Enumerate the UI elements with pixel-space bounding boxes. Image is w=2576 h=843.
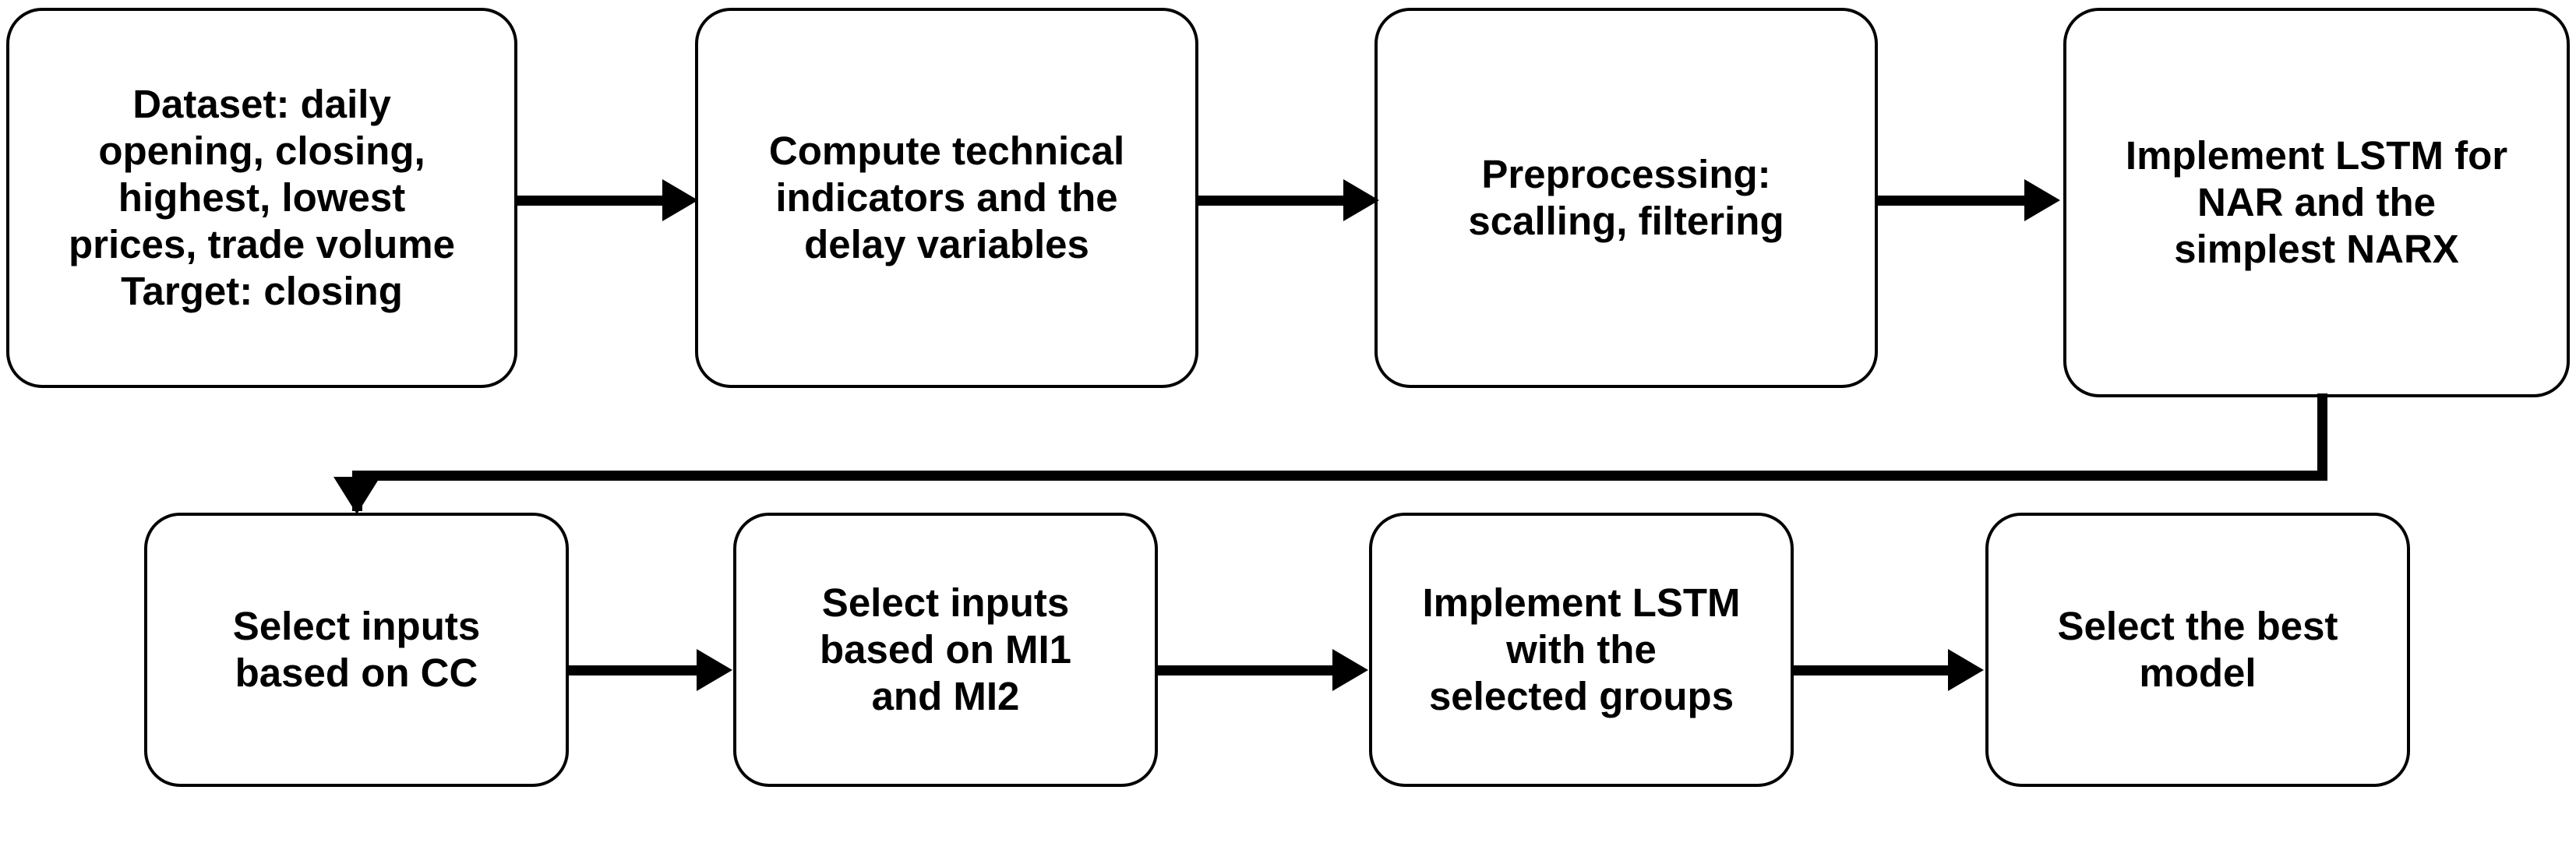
connector-preprocess-to-lstm-nar-shaft [1878, 196, 2027, 206]
connector-dataset-to-indicators-shaft [516, 196, 665, 206]
node-select-inputs-mi-label: Select inputs based on MI1 and MI2 [819, 580, 1072, 719]
connector-mi-to-lstm-groups-shaft [1156, 665, 1334, 675]
node-preprocessing-label: Preprocessing: scalling, filtering [1468, 151, 1784, 243]
connector-lstm-nar-to-cc-horizontal [352, 471, 2327, 481]
connector-cc-to-mi-shaft [567, 665, 700, 675]
connector-lstm-groups-to-best-shaft [1792, 665, 1950, 675]
node-select-inputs-mi[interactable]: Select inputs based on MI1 and MI2 [733, 513, 1158, 787]
node-compute-indicators[interactable]: Compute technical indicators and the del… [695, 8, 1198, 388]
node-implement-lstm-nar-narx[interactable]: Implement LSTM for NAR and the simplest … [2063, 8, 2570, 397]
arrowhead-cc-to-mi [697, 649, 732, 691]
arrowhead-lstm-groups-to-best [1948, 649, 1984, 691]
arrowhead-lstm-nar-to-cc [333, 477, 380, 514]
connector-indicators-to-preprocess-shaft [1197, 196, 1346, 206]
arrowhead-mi-to-lstm-groups [1332, 649, 1368, 691]
node-select-best-model[interactable]: Select the best model [1985, 513, 2410, 787]
node-select-best-model-label: Select the best model [2057, 603, 2338, 695]
node-implement-lstm-groups[interactable]: Implement LSTM with the selected groups [1369, 513, 1794, 787]
node-implement-lstm-nar-narx-label: Implement LSTM for NAR and the simplest … [2125, 132, 2508, 272]
node-dataset-label: Dataset: daily opening, closing, highest… [68, 81, 456, 314]
arrowhead-preprocess-to-lstm-nar [2024, 179, 2060, 221]
node-implement-lstm-groups-label: Implement LSTM with the selected groups [1422, 580, 1741, 719]
node-select-inputs-cc[interactable]: Select inputs based on CC [144, 513, 569, 787]
node-compute-indicators-label: Compute technical indicators and the del… [768, 128, 1125, 267]
arrowhead-indicators-to-preprocess [1343, 179, 1379, 221]
node-select-inputs-cc-label: Select inputs based on CC [232, 603, 481, 695]
connector-lstm-nar-to-cc-vertical-right [2317, 393, 2327, 481]
node-dataset[interactable]: Dataset: daily opening, closing, highest… [6, 8, 517, 388]
node-preprocessing[interactable]: Preprocessing: scalling, filtering [1374, 8, 1878, 388]
arrowhead-dataset-to-indicators [662, 179, 698, 221]
